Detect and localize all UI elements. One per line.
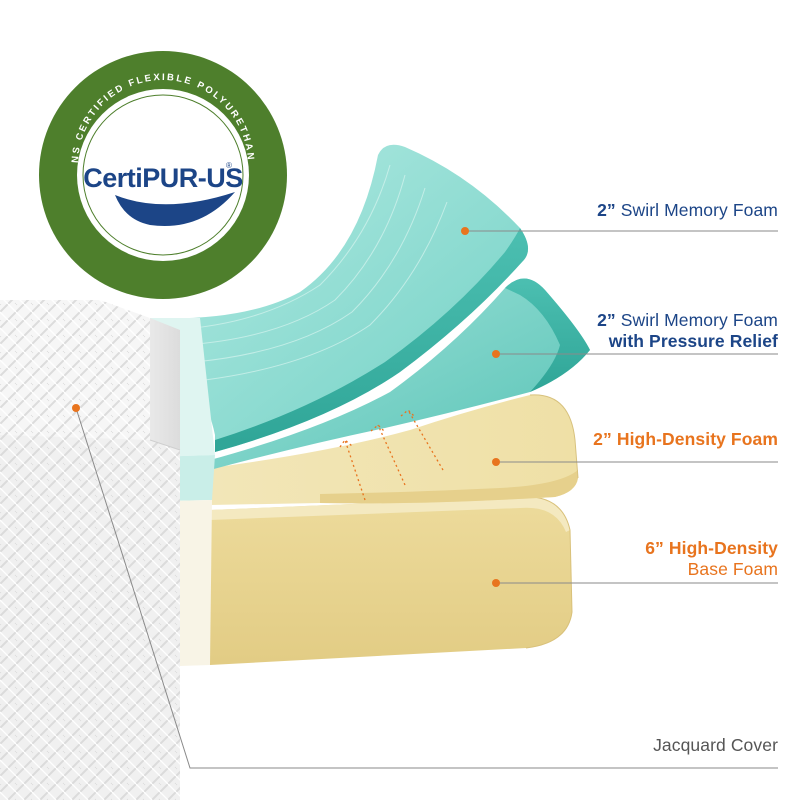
- label-swirl-memory-foam: 2” Swirl Memory Foam: [597, 200, 778, 221]
- pressure-relief-arrows: [339, 409, 444, 501]
- callout-dot-layer-3: [492, 458, 500, 466]
- label-layer-3-size: 2”: [593, 429, 612, 449]
- jacquard-cover: [0, 300, 181, 800]
- callout-dot-layer-4: [492, 579, 500, 587]
- label-layer-2-size: 2”: [597, 310, 616, 330]
- callout-dots: [72, 227, 500, 587]
- label-layer-1-line: 2” Swirl Memory Foam: [597, 200, 778, 221]
- label-layer-4-line2: Base Foam: [687, 559, 778, 579]
- label-layer-2-line1: 2” Swirl Memory Foam: [597, 310, 778, 331]
- label-high-density-base-foam: 6” High-Density Base Foam: [645, 538, 778, 580]
- callout-line-cover: [75, 407, 778, 769]
- badge-swoosh: [115, 192, 235, 227]
- label-layer-4-size: 6”: [645, 538, 664, 558]
- label-layer-1-name: Swirl Memory Foam: [620, 200, 778, 220]
- label-layer-2-line2: with Pressure Relief: [608, 331, 778, 351]
- swirl-memory-foam-layer: [148, 144, 529, 453]
- callout-lines: [75, 230, 778, 769]
- base-foam-layer: [210, 496, 573, 665]
- label-layer-4-name: High-Density: [668, 538, 778, 558]
- label-layer-2-name: Swirl Memory Foam: [620, 310, 778, 330]
- callout-dot-layer-1: [461, 227, 469, 235]
- swirl-memory-foam-pressure-relief-layer: [210, 278, 590, 470]
- label-high-density-foam: 2” High-Density Foam: [593, 429, 778, 450]
- certipur-us-badge: CONTAINS CERTIFIED FLEXIBLE POLYURETHANE…: [0, 0, 287, 299]
- label-layer-3-name: High-Density Foam: [616, 429, 778, 449]
- label-layer-4-line1: 6” High-Density: [645, 538, 778, 559]
- callout-dot-layer-2: [492, 350, 500, 358]
- label-swirl-memory-foam-pressure-relief: 2” Swirl Memory Foam with Pressure Relie…: [597, 310, 778, 352]
- label-cover-text: Jacquard Cover: [653, 735, 778, 755]
- label-layer-1-size: 2”: [597, 200, 616, 220]
- label-layer-3-line: 2” High-Density Foam: [593, 429, 778, 450]
- callout-dot-cover: [72, 404, 80, 412]
- label-jacquard-cover: Jacquard Cover: [653, 735, 778, 756]
- high-density-foam-layer: [210, 394, 579, 505]
- badge-registered-mark: ®: [226, 161, 232, 170]
- badge-brand-text: CertiPUR-US: [83, 163, 243, 193]
